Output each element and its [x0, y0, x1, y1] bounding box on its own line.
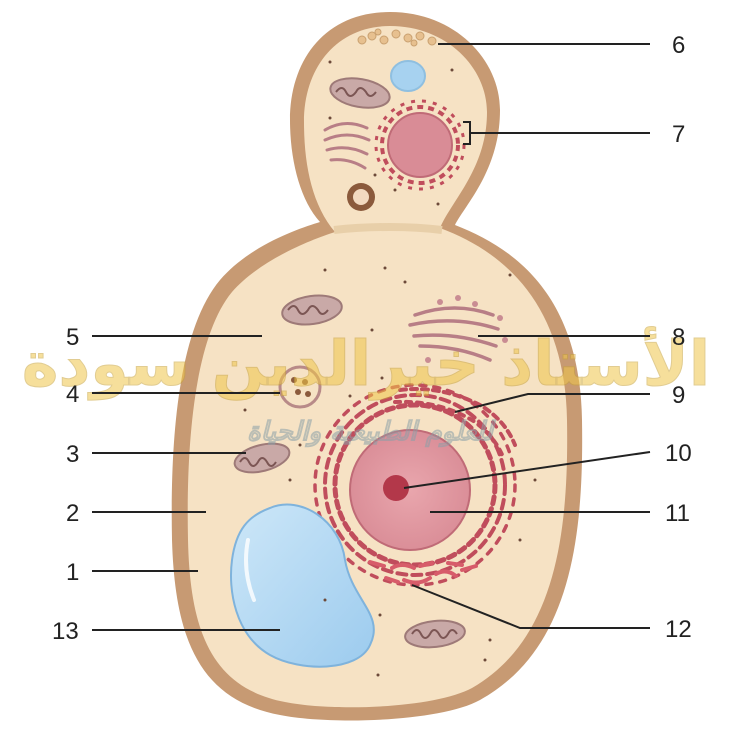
- label-2: 2: [66, 500, 79, 527]
- watermark-sub: للعلوم الطبيعية والحياة: [247, 417, 496, 447]
- label-4: 4: [66, 381, 79, 408]
- bud-neck: [334, 227, 442, 230]
- label-7: 7: [672, 121, 685, 148]
- label-13: 13: [52, 618, 79, 645]
- bud-vacuole: [391, 61, 425, 91]
- watermark: الأستاذ خيرالدين سودة للعلوم الطبيعية وا…: [22, 326, 710, 447]
- label-9: 9: [672, 382, 685, 409]
- label-3: 3: [66, 441, 79, 468]
- nucleus: [350, 430, 470, 550]
- label-10: 10: [665, 440, 692, 467]
- label-5: 5: [66, 324, 79, 351]
- bud-lipid-droplet: [347, 183, 375, 211]
- watermark-main: الأستاذ خيرالدين سودة: [22, 326, 710, 400]
- label-6: 6: [672, 32, 685, 59]
- label-1: 1: [66, 559, 79, 586]
- label-12: 12: [665, 616, 692, 643]
- label-11: 11: [665, 500, 690, 527]
- label-8: 8: [672, 324, 685, 351]
